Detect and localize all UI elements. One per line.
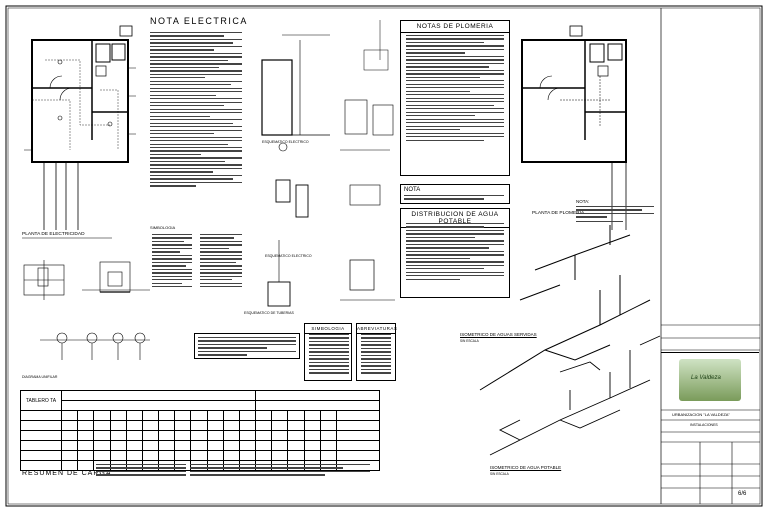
grounding-details xyxy=(23,260,150,300)
resumen-carga-text-a xyxy=(96,464,186,478)
electrical-floor-plan xyxy=(24,25,136,230)
nota-electrica-text xyxy=(150,32,242,189)
abreviaturas-title: ABREVIATURAS xyxy=(357,324,397,334)
distribucion-box: DISTRIBUCION DE AGUA POTABLE xyxy=(400,208,510,298)
electrical-details xyxy=(261,20,395,307)
symbol-list-b xyxy=(200,234,242,290)
resumen-carga-title: RESUMEN DE CARGA xyxy=(22,470,112,477)
abreviaturas-box: ABREVIATURAS xyxy=(356,323,397,381)
nota-a-text xyxy=(576,206,654,224)
tablero-header: TABLERO TA xyxy=(20,390,62,411)
esquematico-electrico-caption-upper: ESQUEMATICO ELECTRICO xyxy=(262,140,309,144)
logo-area: La Valdeza xyxy=(661,352,759,408)
isometrico-potable-title: ISOMETRICO DE AGUA POTABLE xyxy=(490,465,562,470)
simbologia-left-title: SIMBOLOGIA xyxy=(150,225,176,230)
diagrama-unifilar-title: DIAGRAMA UNIFILAR xyxy=(22,375,58,379)
logo-text: La Valdeza xyxy=(691,375,721,381)
notas-plomeria-box: NOTAS DE PLOMERIA xyxy=(400,20,510,176)
isometric-waste-lines xyxy=(479,225,651,391)
symbol-list-a xyxy=(152,234,192,290)
isometric-potable-lines xyxy=(489,335,661,456)
nota-title: NOTA xyxy=(404,187,421,193)
simbologia-box-title: SIMBOLOGIA xyxy=(305,324,351,334)
planta-electricidad-title: PLANTA DE ELECTRICIDAD xyxy=(22,232,85,237)
plumbing-floor-plan xyxy=(521,25,627,230)
notas-plomeria-title: NOTAS DE PLOMERIA xyxy=(401,21,509,33)
project-name: URBANIZACION "LA VALDEZA" xyxy=(672,412,730,417)
isometrico-servidas-title: ISOMETRICO DE AGUAS SERVIDAS xyxy=(460,332,537,337)
project-logo xyxy=(679,359,741,401)
planta-plomeria-title: PLANTA DE PLOMERIA xyxy=(532,211,585,216)
resumen-carga-text-b xyxy=(190,464,370,478)
nota-electrica-title: NOTA ELECTRICA xyxy=(150,16,248,26)
esquematico-tuberias-caption: ESQUEMATICO DE TUBERIAS xyxy=(244,311,294,315)
nota-box: NOTA xyxy=(400,184,510,204)
sheet-number: 6/6 xyxy=(738,491,747,497)
simbologia-box: SIMBOLOGIA xyxy=(304,323,352,381)
load-schedule-table: TABLERO TA xyxy=(20,390,380,471)
title-block-lines xyxy=(661,324,760,504)
unifilar-diagram xyxy=(40,332,150,360)
nota-a-label: NOTA: xyxy=(576,199,590,204)
isometrico-servidas-scale: SIN ESCALA xyxy=(460,339,479,343)
electrical-note-box xyxy=(194,333,300,359)
esquematico-electrico-caption: ESQUEMATICO ELECTRICO xyxy=(265,254,312,258)
isometrico-potable-scale: SIN ESCALA xyxy=(490,472,509,476)
project-subtitle: INSTALACIONES xyxy=(690,423,718,427)
